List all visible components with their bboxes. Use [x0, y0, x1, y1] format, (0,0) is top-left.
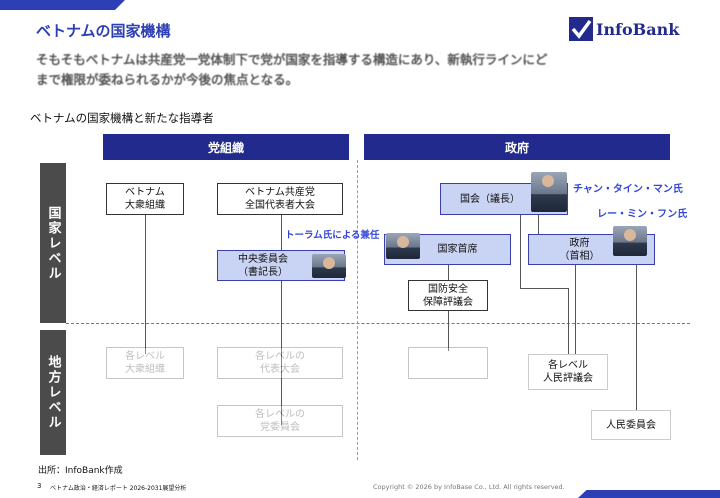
line-gov-2: [636, 265, 637, 413]
infobank-logo: InfoBank: [568, 16, 679, 42]
line-congress: [281, 214, 282, 250]
logo-text: InfoBank: [596, 19, 680, 39]
intro-line-1: そもそもベトナムは共産党一党体制下で党が国家を指導する構造にあり、新執行ラインに…: [36, 52, 548, 67]
line-na-2: [568, 288, 569, 354]
photo-to-lam: [312, 254, 346, 278]
level-divider: [66, 323, 690, 324]
bottom-accent-bar: [578, 490, 720, 498]
box-peoples-committee: 人民委員会: [591, 410, 671, 440]
line-cc-local: [281, 280, 282, 425]
header-party: 党組織: [103, 134, 349, 160]
intro-line-2: まで権限が委ねられるかが今後の焦点となる。: [36, 72, 299, 87]
box-local-party-committee: 各レベルの 党委員会: [217, 405, 343, 437]
line-gov-1: [575, 265, 576, 365]
party-gov-divider: [357, 160, 358, 460]
box-party-congress: ベトナム共産党 全国代表者大会: [217, 183, 343, 215]
box-local-congress: 各レベルの 代表大会: [217, 347, 343, 379]
page-number: 3: [37, 482, 42, 490]
line-na-1: [520, 214, 521, 288]
photo-state-president: [386, 233, 420, 259]
checkmark-logo-icon: [569, 17, 593, 41]
header-government: 政府: [364, 134, 670, 160]
box-mass-org: ベトナム 大衆組織: [106, 183, 184, 215]
annotation-to-lam: トーラム氏による兼任: [285, 230, 380, 241]
copyright: Copyright © 2026 by InfoBase Co., Ltd. A…: [373, 483, 565, 491]
box-peoples-council: 各レベル 人民評議会: [528, 354, 608, 390]
level-national: 国家レベル: [40, 163, 66, 323]
photo-le-minh-hung: [613, 226, 647, 256]
box-defense-council: 国防安全 保障評議会: [408, 280, 488, 311]
section-title: ベトナムの国家機構と新たな指導者: [30, 111, 214, 125]
line-president: [448, 265, 449, 280]
line-assembly-gov: [538, 214, 539, 234]
intro-text: そもそもベトナムは共産党一党体制下で党が国家を指導する構造にあり、新執行ラインに…: [36, 50, 686, 90]
box-local-blank: [408, 347, 488, 379]
line-mass-org: [145, 214, 146, 354]
annotation-tran-thanh-man: チャン・タイン・マン氏: [573, 184, 683, 195]
box-local-mass-org: 各レベル 大衆組織: [106, 347, 184, 379]
source-note: 出所：InfoBank作成: [38, 466, 123, 476]
annotation-le-minh-hung: レー・ミン・フン氏: [597, 209, 688, 220]
line-defense-local: [448, 311, 449, 351]
top-accent-bar: [0, 0, 125, 10]
page-title: ベトナムの国家機構: [36, 22, 171, 40]
level-local: 地方レベル: [40, 330, 66, 455]
photo-tran-thanh-man: [531, 172, 567, 212]
line-na-h: [520, 288, 568, 289]
footer-title: ベトナム政治・経済レポート 2026-2031展望分析: [50, 485, 187, 492]
